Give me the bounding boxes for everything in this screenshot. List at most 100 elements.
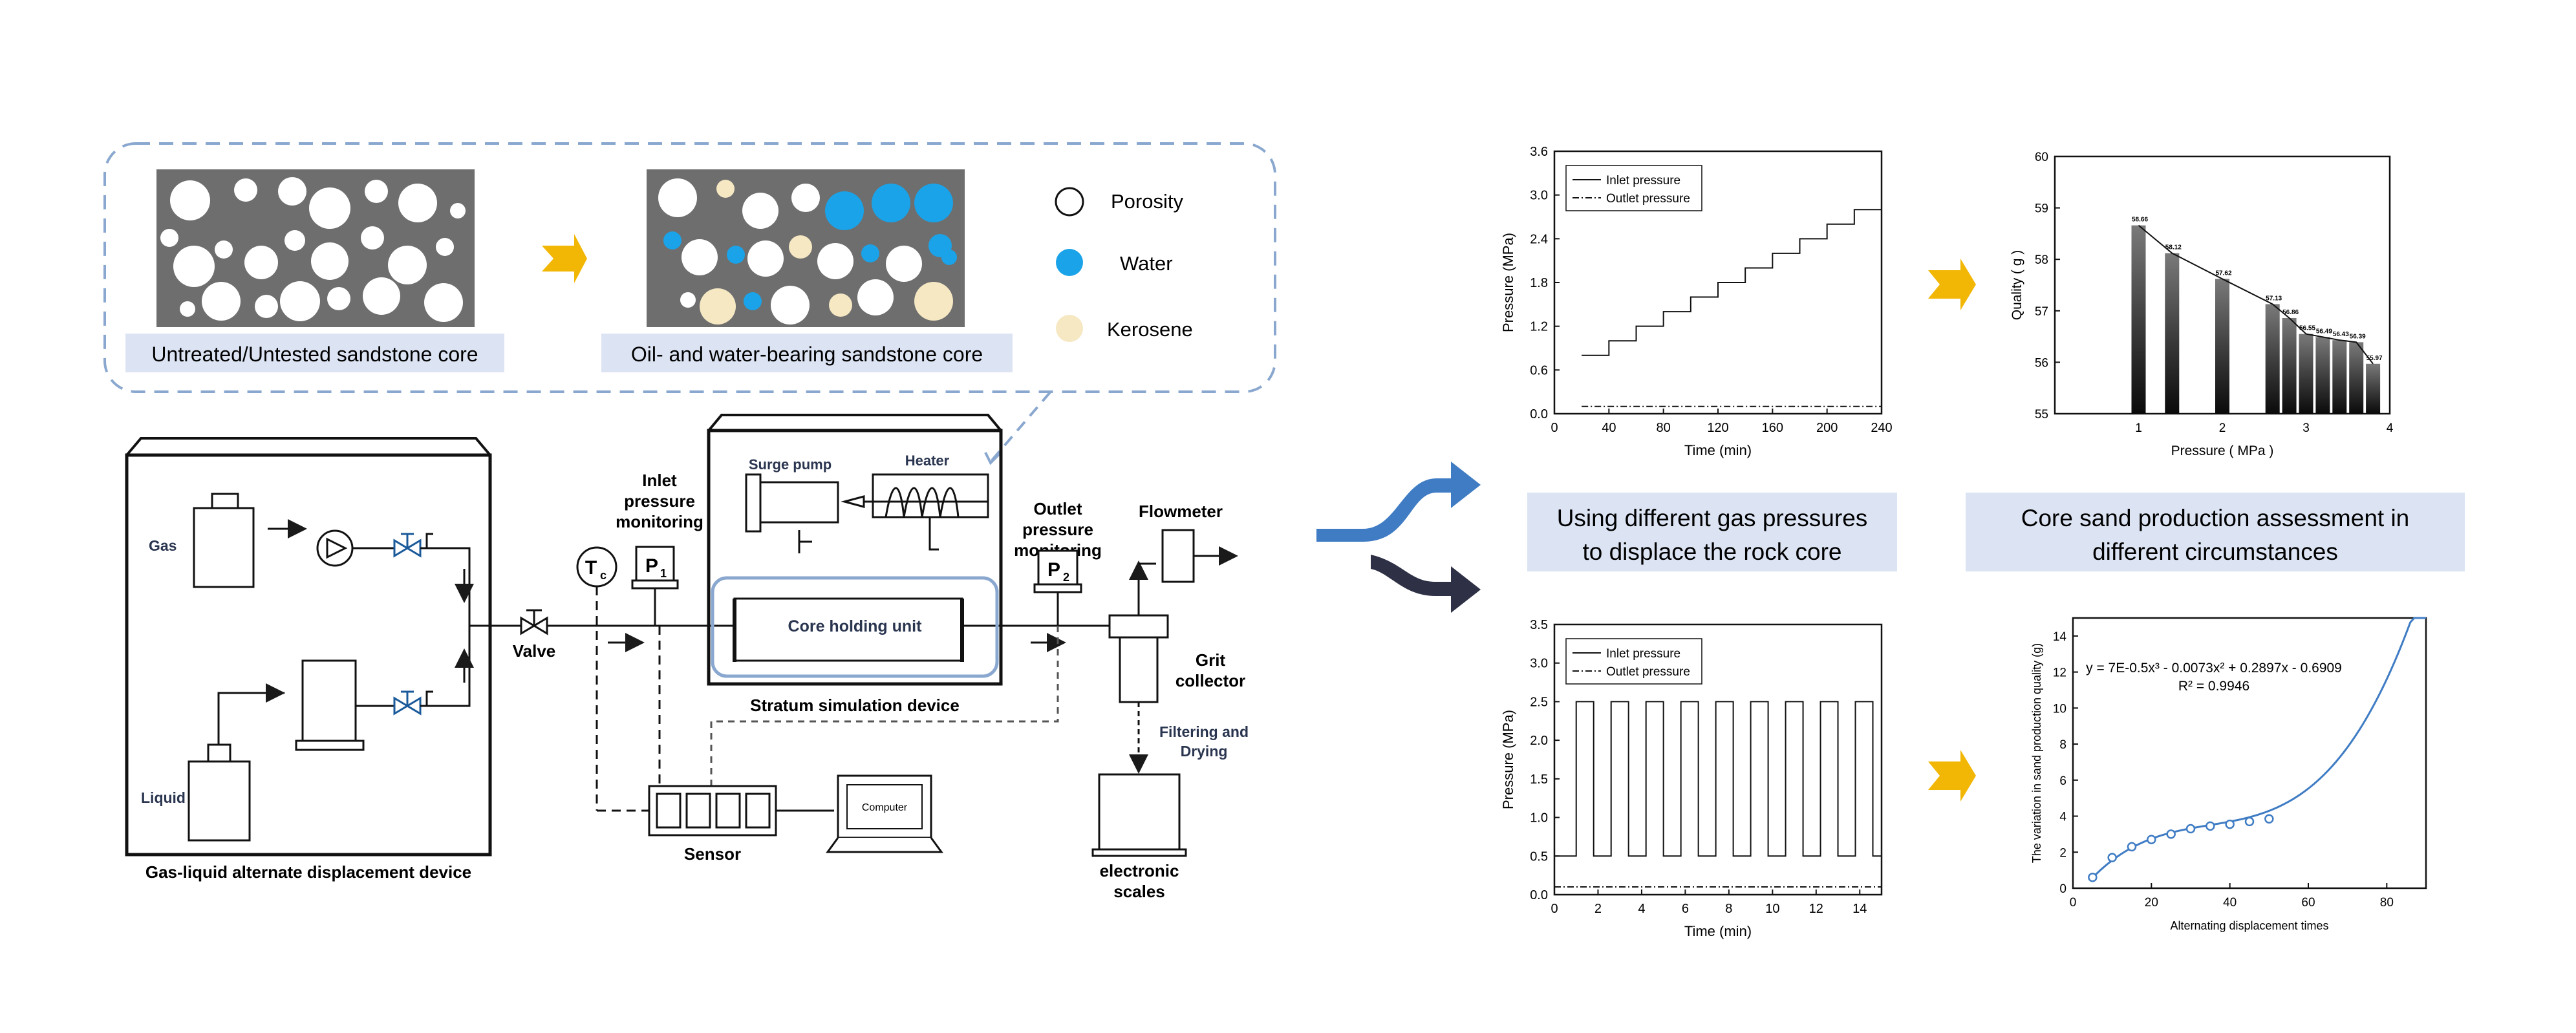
pore <box>284 230 305 251</box>
pore <box>872 184 910 222</box>
y-tick-label: 1.8 <box>1530 276 1548 290</box>
y-tick-label: 4 <box>2059 811 2066 824</box>
y-tick-label: 14 <box>2053 630 2067 644</box>
legend-label: Outlet pressure <box>1606 665 1690 679</box>
untreated-pores <box>160 177 466 322</box>
dark-branch-arrow-icon <box>1371 555 1481 613</box>
x-tick-label: 14 <box>1852 902 1867 916</box>
gas-cylinder-cap <box>211 493 239 509</box>
pore <box>436 238 454 256</box>
pore <box>170 180 210 220</box>
sensor-label: Sensor <box>684 844 741 864</box>
outlet-title-1: Outlet <box>1033 499 1082 518</box>
y-tick-label: 58 <box>2035 253 2048 267</box>
legend-label: Inlet pressure <box>1606 174 1680 187</box>
pump-triangle <box>326 537 348 559</box>
bar-value-label: 58.12 <box>2165 244 2182 251</box>
kerosene-legend-label: Kerosene <box>1107 318 1193 341</box>
y-tick-label: 12 <box>2053 666 2066 680</box>
x-tick-label: 1 <box>2135 421 2142 435</box>
y-tick-label: 2.5 <box>1530 695 1548 709</box>
x-tick-label: 12 <box>1809 902 1823 916</box>
p2-gauge-icon <box>1037 549 1079 586</box>
pore <box>450 203 466 218</box>
x-tick-label: 160 <box>1762 421 1783 435</box>
y-axis-label: The variation in sand production quality… <box>2030 643 2043 863</box>
pore <box>244 246 278 279</box>
y-tick-label: 3.5 <box>1530 618 1548 632</box>
heater-tip <box>841 495 865 508</box>
sand-caption-bg <box>1966 493 2465 571</box>
bar <box>2349 342 2364 414</box>
pore <box>160 229 178 247</box>
pore <box>280 281 320 321</box>
inlet-pressure-line <box>1582 209 1882 356</box>
yellow-arrow-icon-upper <box>1928 259 1976 310</box>
pore <box>857 279 894 315</box>
pore <box>658 178 697 217</box>
bar-value-label: 56.43 <box>2333 331 2349 338</box>
scales-base <box>1091 848 1187 857</box>
bar <box>2265 304 2280 414</box>
heater-body <box>872 473 989 518</box>
y-tick-label: 3.6 <box>1530 145 1548 159</box>
yellow-arrow-icon <box>542 234 587 283</box>
gas-cylinder <box>193 507 255 588</box>
x-tick-label: 80 <box>2380 896 2394 910</box>
bar-value-label: 56.39 <box>2350 333 2366 340</box>
pore <box>663 231 682 250</box>
bar-value-label: 57.62 <box>2215 270 2231 277</box>
grit-label-2: collector <box>1175 671 1245 690</box>
bar-value-label: 56.49 <box>2316 328 2332 335</box>
untreated-label-bg <box>125 334 504 372</box>
treated-label: Oil- and water-bearing sandstone core <box>631 343 983 366</box>
x-tick-label: 6 <box>1682 902 1689 916</box>
data-point <box>2127 842 2137 852</box>
bar <box>2131 225 2146 414</box>
fit-curve <box>2092 617 2426 879</box>
pore <box>829 293 852 317</box>
y-tick-label: 0 <box>2059 882 2066 896</box>
stratum-roof <box>707 414 1002 432</box>
bar-value-label: 58.66 <box>2132 217 2148 224</box>
pore <box>941 250 957 265</box>
y-tick-label: 56 <box>2035 356 2048 370</box>
untreated-label: Untreated/Untested sandstone core <box>151 343 478 366</box>
flowmeter-label: Flowmeter <box>1139 502 1223 521</box>
p1-subscript: 1 <box>660 567 667 580</box>
computer-keyboard <box>826 837 943 853</box>
pore <box>914 282 953 321</box>
surge-pump-label: Surge pump <box>749 456 832 473</box>
core-illustration-panel: Untreated/Untested sandstone core Oil- a… <box>103 142 1276 465</box>
plot-frame <box>2072 617 2427 889</box>
pore <box>682 239 718 275</box>
pore <box>771 286 810 325</box>
x-tick-label: 20 <box>2145 896 2158 910</box>
x-tick-label: 40 <box>2223 896 2237 910</box>
y-tick-label: 6 <box>2059 774 2066 788</box>
pore <box>278 177 306 206</box>
bar-value-label: 56.55 <box>2299 325 2315 332</box>
liquid-label: Liquid <box>141 789 186 806</box>
pore <box>747 240 784 277</box>
liquid-bottle <box>188 760 251 842</box>
yellow-arrow-icon-lower <box>1928 750 1976 802</box>
bar-value-label: 56.86 <box>2282 309 2299 316</box>
surge-pump-cylinder <box>759 481 839 524</box>
x-tick-label: 40 <box>1602 421 1616 435</box>
p1-gauge-base <box>631 579 679 590</box>
flowmeter-icon <box>1161 529 1195 583</box>
stratum-title: Stratum simulation device <box>750 696 960 715</box>
bar <box>2215 279 2229 414</box>
y-tick-label: 3.0 <box>1530 189 1548 203</box>
y-tick-label: 60 <box>2035 151 2048 164</box>
scales-label-2: scales <box>1113 882 1165 901</box>
x-tick-label: 4 <box>1638 902 1645 916</box>
sensor-slot-2 <box>685 793 711 829</box>
x-axis-label: Alternating displacement times <box>2170 919 2328 932</box>
pore-legend: Porosity Water Kerosene <box>1055 187 1193 342</box>
pore <box>861 244 879 262</box>
heater-coil-icon <box>885 487 960 518</box>
